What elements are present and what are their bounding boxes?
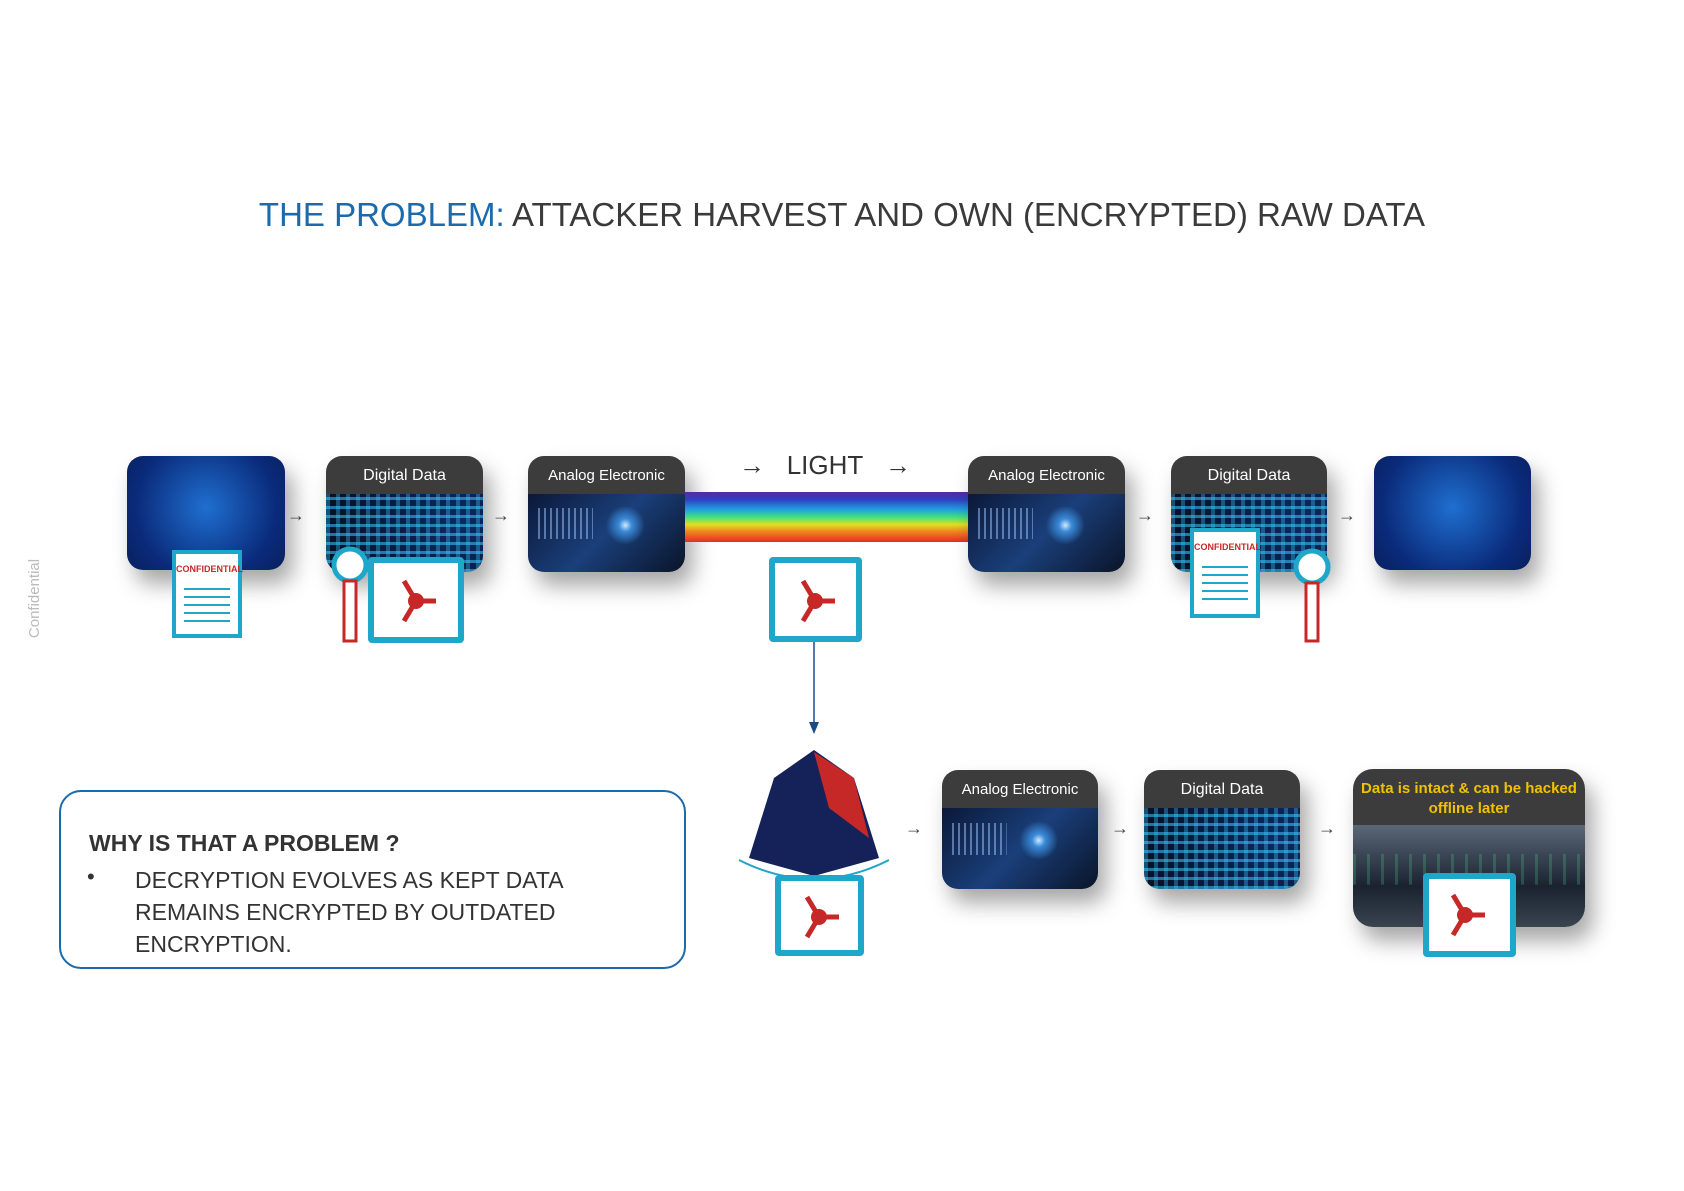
tile-label: Analog Electronic <box>942 770 1098 808</box>
arrow-icon: → <box>739 450 766 480</box>
arrow-icon: → <box>492 505 510 525</box>
arrow-icon: → <box>1136 505 1154 525</box>
confidential-document-icon: CONFIDENTIAL <box>1190 528 1261 618</box>
light-beam <box>685 492 968 542</box>
lock-dial-icon <box>1450 893 1485 937</box>
stored-safe-icon <box>1423 873 1516 957</box>
arrow-icon: → <box>1338 505 1356 525</box>
lock-dial-icon <box>804 895 839 939</box>
tile-label: Digital Data <box>1144 770 1300 808</box>
arrow-icon: → <box>287 505 305 525</box>
problem-text: DECRYPTION EVOLVES AS KEPT DATA REMAINS … <box>135 867 563 957</box>
cloud-destination-icon <box>1374 456 1531 570</box>
hacker-icon <box>738 750 890 878</box>
stolen-safe-icon <box>775 875 864 956</box>
final-caption: Data is intact & can be hacked offline l… <box>1353 769 1585 825</box>
encrypted-safe-icon <box>368 557 464 643</box>
confidential-document-icon: CONFIDENTIAL <box>172 550 243 638</box>
analog-electronic-tile: Analog Electronic <box>942 770 1098 889</box>
lock-dial-icon <box>401 579 436 623</box>
key-icon <box>1290 545 1334 645</box>
arrow-icon: → <box>1111 818 1129 838</box>
doc-label: CONFIDENTIAL <box>176 564 243 574</box>
arrow-icon: → <box>1318 818 1336 838</box>
analog-electronic-tile: Analog Electronic <box>528 456 685 572</box>
page-title: THE PROBLEM: ATTACKER HARVEST AND OWN (E… <box>0 196 1684 234</box>
intercepted-safe-icon <box>769 557 862 642</box>
down-arrow-icon <box>809 642 819 734</box>
problem-callout: WHY IS THAT A PROBLEM ? • DECRYPTION EVO… <box>59 790 686 969</box>
tile-label: Analog Electronic <box>528 456 685 494</box>
arrow-icon: → <box>905 818 923 838</box>
tile-label: Digital Data <box>326 456 483 494</box>
light-text: LIGHT <box>786 450 864 480</box>
analog-electronic-tile: Analog Electronic <box>968 456 1125 572</box>
lock-dial-icon <box>800 579 835 623</box>
arrow-icon: → <box>884 450 911 480</box>
digital-data-tile: Digital Data <box>1144 770 1300 889</box>
tile-label: Analog Electronic <box>968 456 1125 494</box>
title-rest: ATTACKER HARVEST AND OWN (ENCRYPTED) RAW… <box>504 196 1426 233</box>
confidential-watermark: Confidential <box>26 558 44 639</box>
key-icon <box>330 545 374 645</box>
tile-label: Digital Data <box>1171 456 1327 494</box>
doc-label: CONFIDENTIAL <box>1194 542 1261 552</box>
title-highlight: THE PROBLEM: <box>258 196 505 233</box>
bullet: • <box>87 864 95 889</box>
problem-heading: WHY IS THAT A PROBLEM ? <box>89 830 400 856</box>
light-label: → LIGHT → <box>720 450 930 481</box>
